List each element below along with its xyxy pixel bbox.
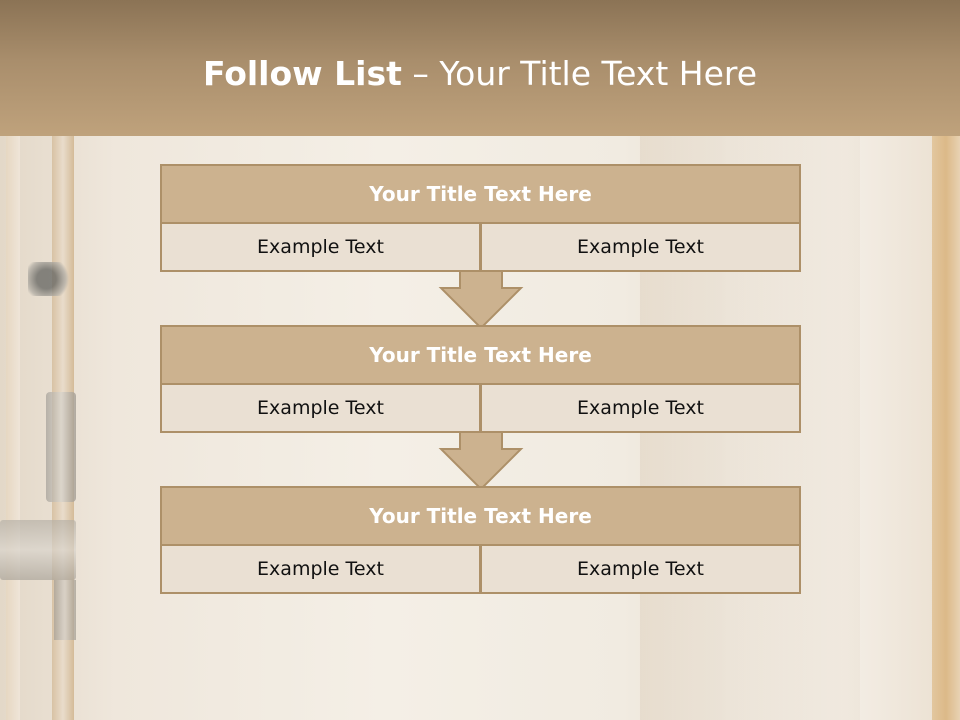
flow-block-left-cell: Example Text <box>160 544 481 594</box>
slide-title-rest: – Your Title Text Here <box>401 54 758 93</box>
flow-block-3: Your Title Text Here Example Text Exampl… <box>160 486 801 594</box>
flow-block-2: Your Title Text Here Example Text Exampl… <box>160 325 801 433</box>
slide-title-bold: Follow List <box>202 54 402 93</box>
flow-block-right-cell: Example Text <box>480 222 801 272</box>
pipe-fitting-image <box>0 520 76 580</box>
flow-block-right-cell: Example Text <box>480 544 801 594</box>
down-arrow-icon <box>438 431 524 491</box>
pipe-fitting-image <box>46 392 76 502</box>
flow-block-right-cell: Example Text <box>480 383 801 433</box>
flow-block-left-cell: Example Text <box>160 383 481 433</box>
down-arrow-icon <box>438 270 524 330</box>
pipe-background <box>6 136 20 720</box>
flow-block-left-cell: Example Text <box>160 222 481 272</box>
valve-image <box>28 262 74 296</box>
slide-title: Follow List – Your Title Text Here <box>0 54 960 93</box>
flow-block-title: Your Title Text Here <box>160 486 801 546</box>
door-trim <box>932 136 960 720</box>
flow-block-title: Your Title Text Here <box>160 325 801 385</box>
header-band: Follow List – Your Title Text Here <box>0 0 960 136</box>
pipe-fitting-image <box>54 580 76 640</box>
flow-block-title: Your Title Text Here <box>160 164 801 224</box>
flow-block-1: Your Title Text Here Example Text Exampl… <box>160 164 801 272</box>
